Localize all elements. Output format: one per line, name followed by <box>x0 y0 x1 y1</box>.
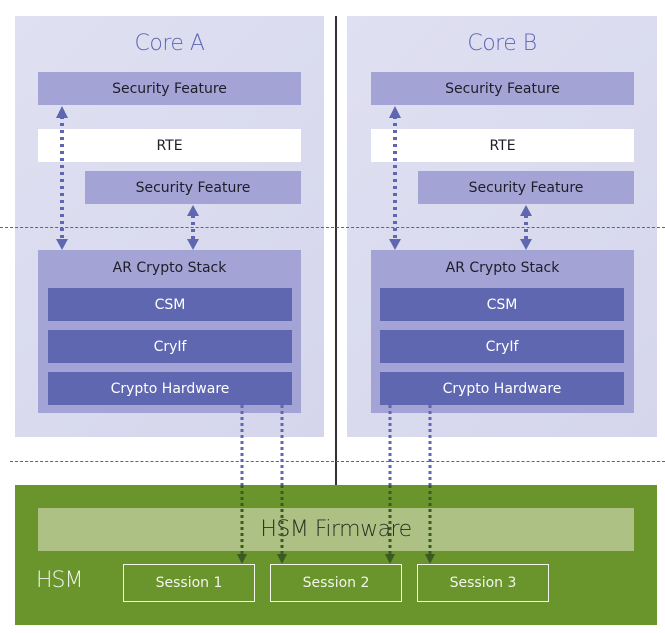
core-b-rte: RTE <box>371 129 634 162</box>
core-a-csm: CSM <box>48 288 292 321</box>
core-b-csm: CSM <box>380 288 624 321</box>
core-b-security-feature-lower: Security Feature <box>418 171 634 204</box>
privilege-boundary-dashed-line <box>0 227 665 228</box>
core-a-title: Core A <box>134 31 205 56</box>
hsm-firmware: HSM Firmware <box>38 508 634 551</box>
hsm-boundary-dashed-line <box>10 461 665 462</box>
hsm-label: HSM <box>36 568 83 593</box>
core-a-stack-title: AR Crypto Stack <box>112 260 227 276</box>
hsm-panel <box>15 485 657 625</box>
core-b-stack-title: AR Crypto Stack <box>445 260 560 276</box>
hsm-session-2: Session 2 <box>270 564 402 602</box>
core-b-crypto-hardware: Crypto Hardware <box>380 372 624 405</box>
core-b-cryif: CryIf <box>380 330 624 363</box>
core-a-crypto-hardware: Crypto Hardware <box>48 372 292 405</box>
core-a-cryif: CryIf <box>48 330 292 363</box>
core-divider-line <box>335 16 337 485</box>
core-b-title: Core B <box>467 31 537 56</box>
core-a-rte: RTE <box>38 129 301 162</box>
hsm-session-3: Session 3 <box>417 564 549 602</box>
core-b-security-feature-top: Security Feature <box>371 72 634 105</box>
core-a-security-feature-lower: Security Feature <box>85 171 301 204</box>
hsm-session-1: Session 1 <box>123 564 255 602</box>
core-a-security-feature-top: Security Feature <box>38 72 301 105</box>
